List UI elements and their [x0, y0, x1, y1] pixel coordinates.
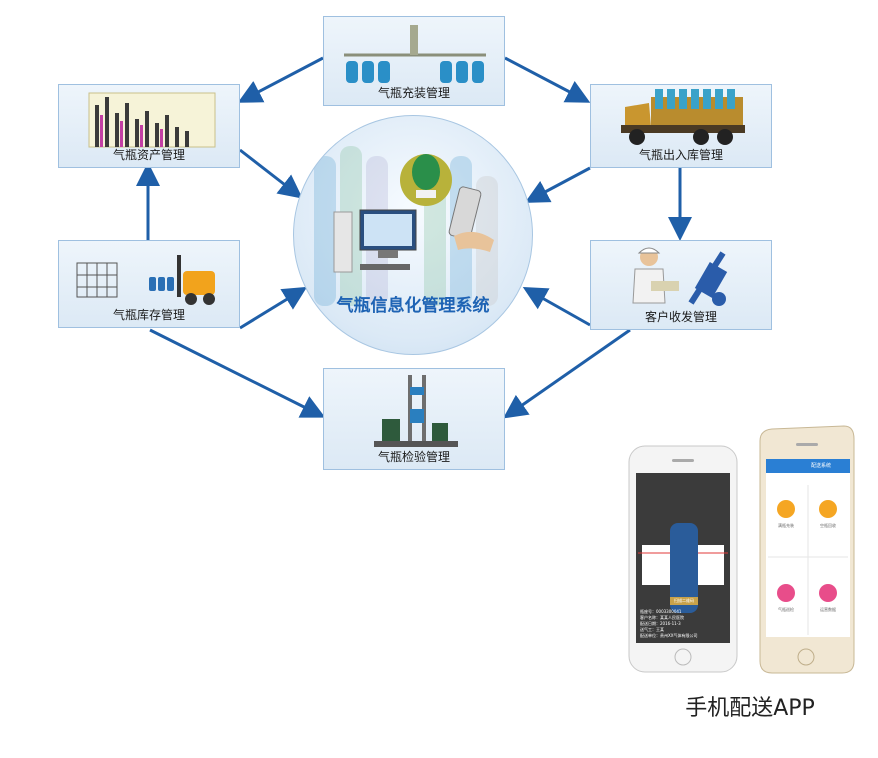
module-asset[interactable]: 气瓶资产管理	[58, 84, 240, 168]
scan-button[interactable]: 扫描二维码	[670, 597, 698, 605]
info-line: 瓶座号：0003300041	[640, 609, 682, 614]
app-caption: 手机配送APP	[685, 696, 815, 721]
module-inout[interactable]: 气瓶出入库管理	[590, 84, 772, 168]
filling-manifold-icon	[344, 25, 486, 83]
arrow-inout-to-hub	[524, 166, 591, 203]
module-storage[interactable]: 气瓶库存管理	[58, 240, 240, 328]
phone-menu-screen: 配送系统 满瓶充装 空瓶回收 气瓶巡检 运营数据	[756, 425, 856, 675]
module-asset-label: 气瓶资产管理	[112, 148, 185, 162]
delivery-worker-icon	[632, 247, 728, 306]
menu-item-operation-data[interactable]: 运营数据	[820, 607, 836, 612]
arrow-customer-to-hub	[522, 287, 591, 327]
menu-item-full-fill[interactable]: 满瓶充装	[778, 523, 794, 528]
menu-item-empty-recycle[interactable]: 空瓶回收	[820, 523, 836, 528]
truck-icon	[621, 89, 745, 145]
hub-illustration	[314, 146, 498, 306]
info-line: 客户名称：某某人民医院	[640, 615, 684, 620]
module-customer[interactable]: 客户收发管理	[590, 240, 772, 330]
arrow-asset-to-hub	[239, 148, 303, 199]
arrow-filling-to-inout	[504, 56, 591, 103]
delivery-info: 瓶座号：0003300041 客户名称：某某人民医院 配送日期：2016-11-…	[640, 609, 728, 639]
module-customer-label: 客户收发管理	[644, 310, 717, 324]
hub-title: 气瓶信息化管理系统	[336, 296, 490, 316]
module-filling[interactable]: 气瓶充装管理	[323, 16, 505, 106]
info-line: 配送日期：2016-11-3	[640, 621, 681, 626]
bar-chart-icon	[88, 92, 216, 148]
module-inspection-label: 气瓶检验管理	[377, 450, 450, 464]
phone-scan-screen: 扫描二维码 瓶座号：0003300041 客户名称：某某人民医院 配送日期：20…	[628, 445, 738, 673]
module-storage-label: 气瓶库存管理	[112, 308, 185, 322]
phone-2-icon	[759, 425, 855, 674]
phone-1-icon	[628, 445, 738, 673]
arrow-storage-to-hub	[239, 286, 308, 330]
info-line: 配送单位：贵州XX气体有限公司	[640, 633, 698, 638]
arrow-filling-to-asset	[237, 56, 324, 103]
info-line: 送气工：王某	[640, 627, 664, 632]
module-filling-label: 气瓶充装管理	[377, 86, 450, 100]
hub-circle[interactable]: 气瓶信息化管理系统	[293, 115, 533, 355]
module-inout-label: 气瓶出入库管理	[638, 148, 723, 162]
forklift-warehouse-icon	[76, 255, 215, 305]
inspection-machine-icon	[374, 375, 458, 447]
module-inspection[interactable]: 气瓶检验管理	[323, 368, 505, 470]
app-header: 配送系统	[810, 463, 831, 469]
menu-item-inspection[interactable]: 气瓶巡检	[778, 607, 794, 612]
arrow-storage-to-inspection	[149, 328, 326, 418]
arrow-customer-to-inspection	[503, 328, 631, 419]
